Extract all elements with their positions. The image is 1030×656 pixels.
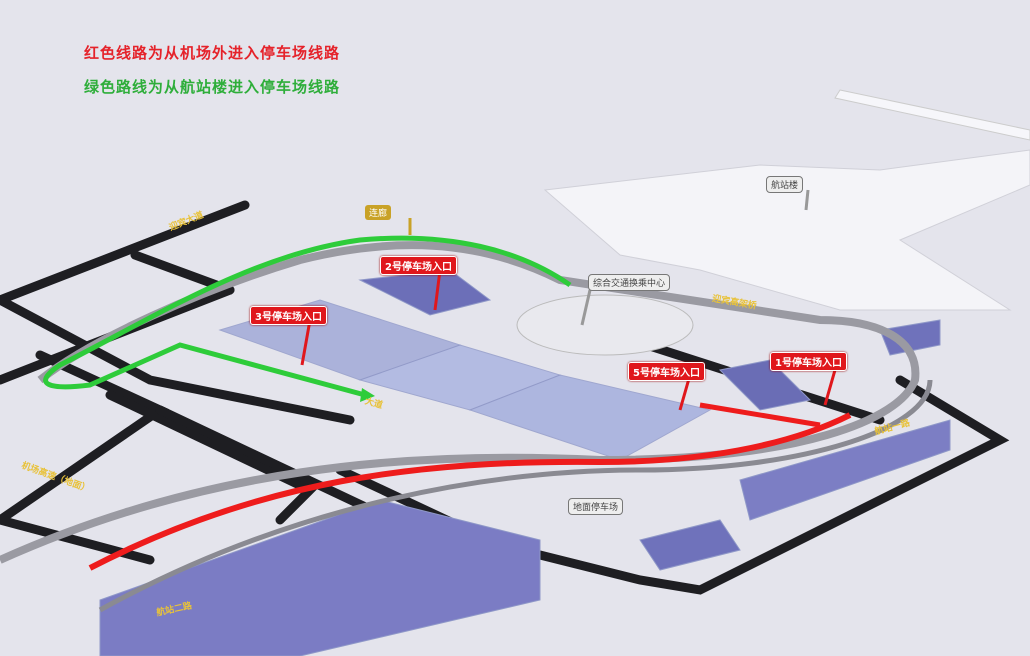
bridge-label: 连廊	[365, 205, 392, 220]
entrance-label-p1[interactable]: 1号停车场入口	[770, 352, 847, 371]
ground-parking-label: 地面停车场	[568, 498, 624, 515]
transport-center-label: 综合交通换乘中心	[588, 274, 671, 291]
legend-red-route: 红色线路为从机场外进入停车场线路	[84, 44, 341, 62]
viaduct-loop	[0, 241, 920, 564]
entrance-label-p2[interactable]: 2号停车场入口	[380, 256, 457, 275]
terminal-label: 航站楼	[766, 176, 804, 193]
entrance-pins	[300, 189, 837, 411]
parking-blocks	[99, 269, 951, 656]
green-route	[43, 235, 572, 398]
terminal-building	[516, 89, 1030, 356]
legend-green-route: 绿色路线为从航站楼进入停车场线路	[84, 78, 341, 96]
entrance-label-p3[interactable]: 3号停车场入口	[250, 306, 327, 325]
red-route	[88, 412, 852, 571]
entrance-label-p5[interactable]: 5号停车场入口	[628, 362, 705, 381]
